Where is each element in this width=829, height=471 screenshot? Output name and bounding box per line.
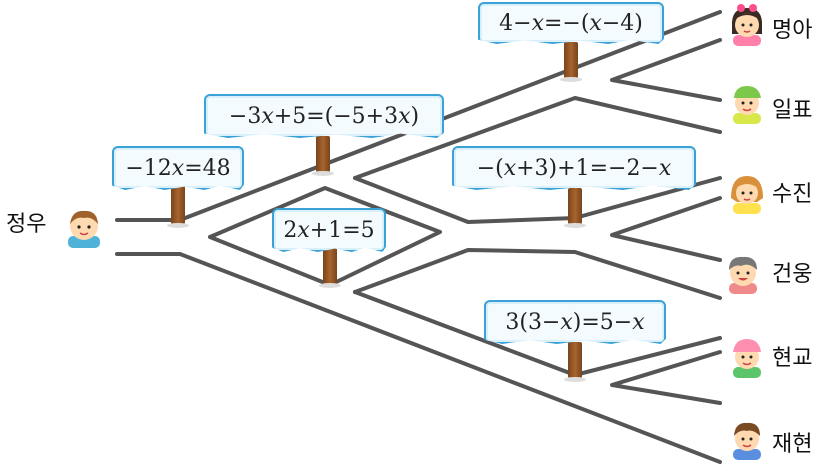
equation-sign-4: 2𝑥+1=5 (272, 208, 386, 252)
person-name-4: 건웅 (772, 262, 813, 287)
path-f2 (610, 196, 722, 262)
sign-post-3 (560, 42, 582, 82)
sign-post-1 (167, 186, 189, 228)
boy-avatar-icon (68, 210, 100, 248)
path-b1 (353, 96, 722, 180)
path-b2 (353, 176, 722, 224)
equation-5: −(𝑥+3)+1=−2−𝑥 (476, 155, 672, 181)
equation-3: 4−𝑥=−(𝑥−4) (499, 10, 643, 36)
person-name-3: 수진 (772, 182, 813, 207)
equation-6: 3(3−𝑥)=5−𝑥 (505, 309, 645, 335)
boy-grey-avatar-icon (729, 256, 757, 294)
person-name-5: 현교 (772, 346, 813, 371)
person-name-2: 일표 (772, 98, 813, 123)
path-start-lower (115, 252, 722, 464)
equation-1: −12𝑥=48 (125, 155, 231, 181)
sign-post-5 (564, 188, 586, 228)
path-b4 (353, 248, 722, 300)
start-name: 정우 (6, 212, 47, 237)
sign-post-6 (564, 342, 586, 382)
equation-sign-5: −(𝑥+3)+1=−2−𝑥 (452, 146, 696, 190)
path-f1 (610, 38, 722, 102)
girl-hat-avatar-icon (733, 339, 761, 378)
boy-cap-avatar-icon (733, 86, 761, 124)
path-b3 (208, 186, 442, 287)
equation-sign-2: −3𝑥+5=(−5+3𝑥) (204, 94, 444, 138)
girl-avatar-icon (731, 4, 763, 46)
sign-post-2 (312, 136, 334, 176)
sign-post-4 (319, 248, 341, 288)
girl-blonde-avatar-icon (731, 176, 763, 214)
equation-sign-6: 3(3−𝑥)=5−𝑥 (484, 300, 666, 344)
equation-sign-3: 4−𝑥=−(𝑥−4) (478, 2, 664, 44)
path-f3 (610, 350, 722, 405)
equation-2: −3𝑥+5=(−5+3𝑥) (228, 103, 420, 129)
boy-blue-avatar-icon (733, 422, 761, 460)
equation-4: 2𝑥+1=5 (283, 217, 375, 243)
equation-sign-1: −12𝑥=48 (112, 146, 244, 190)
person-name-1: 명아 (772, 18, 813, 43)
person-name-6: 재현 (772, 432, 813, 457)
